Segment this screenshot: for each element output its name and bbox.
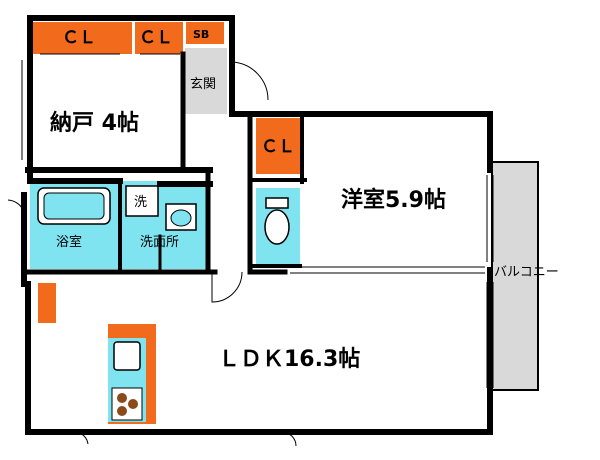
door-swings xyxy=(7,61,297,447)
shoe-box-label: SB xyxy=(193,28,209,41)
shoe-box xyxy=(186,22,224,44)
western-room-label: 洋室5.9帖 xyxy=(341,187,446,213)
washer-label: 洗 xyxy=(134,195,147,210)
closet-a-label: ＣＬ xyxy=(62,28,96,48)
openings xyxy=(21,53,494,388)
storage-room-label: 納戸 4帖 xyxy=(50,110,139,136)
washroom-label: 洗面所 xyxy=(140,235,179,250)
bath-label: 浴室 xyxy=(56,234,82,250)
toilet-icon xyxy=(265,197,289,209)
sink-icon xyxy=(113,341,141,371)
closet-b xyxy=(135,22,183,54)
closet-a xyxy=(32,22,132,54)
balcony-label: バルコニー xyxy=(494,265,559,280)
walls xyxy=(21,15,493,435)
washer-icon xyxy=(125,185,159,217)
entrance-area xyxy=(185,48,227,114)
entrance-label: 玄関 xyxy=(190,77,216,92)
closet-b-label: ＣＬ xyxy=(139,28,173,48)
closet-c xyxy=(256,118,300,174)
ldk-closet xyxy=(38,283,56,323)
ldk-label: ＬＤＫ16.3帖 xyxy=(218,347,360,372)
closet-c-label: ＣＬ xyxy=(261,137,295,157)
